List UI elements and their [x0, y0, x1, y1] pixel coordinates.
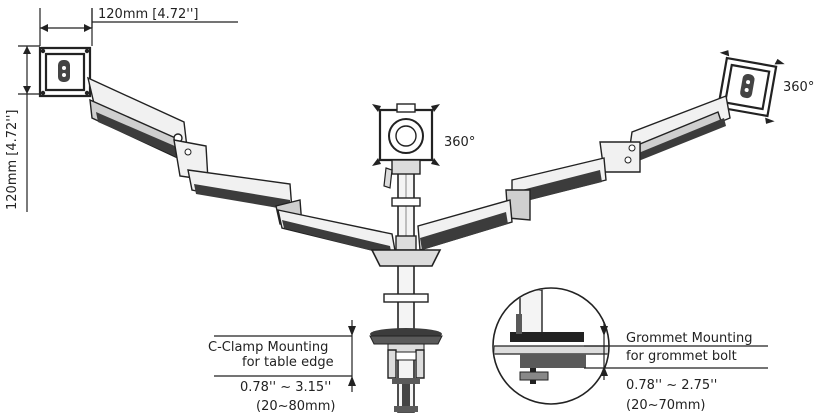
- clamp-title: C-Clamp Mounting: [208, 340, 328, 355]
- height-dimension-label: 120mm [4.72'']: [5, 109, 20, 210]
- width-dimension: [39, 8, 238, 46]
- right-lower-arm: [417, 199, 513, 251]
- clamp-range-mm: (20~80mm): [256, 399, 335, 414]
- left-upper-arm: [86, 76, 209, 181]
- height-dimension: [18, 45, 40, 212]
- center-rotation-label: 360°: [444, 135, 475, 150]
- grommet-range-inches: 0.78'' ~ 2.75'': [626, 378, 717, 393]
- grommet-inset: [492, 287, 610, 405]
- center-pole: [370, 159, 442, 413]
- left-lower-arm: [277, 209, 397, 257]
- clamp-range-inches: 0.78'' ~ 3.15'': [240, 380, 331, 395]
- grommet-dimension: [584, 322, 768, 380]
- c-clamp-base: [369, 328, 443, 412]
- right-vesa-plate: [709, 50, 785, 124]
- center-vesa-plate: [372, 103, 440, 166]
- grommet-subtitle: for grommet bolt: [626, 349, 737, 364]
- clamp-subtitle: for table edge: [242, 355, 334, 370]
- width-dimension-label: 120mm [4.72'']: [98, 7, 199, 22]
- right-upper-arm: [599, 95, 731, 173]
- right-middle-arm: [505, 157, 607, 221]
- clamp-dimension: [214, 320, 356, 392]
- right-rotation-label: 360°: [783, 80, 814, 95]
- grommet-title: Grommet Mounting: [626, 331, 753, 346]
- grommet-range-mm: (20~70mm): [626, 398, 705, 413]
- left-vesa-plate: [38, 46, 92, 98]
